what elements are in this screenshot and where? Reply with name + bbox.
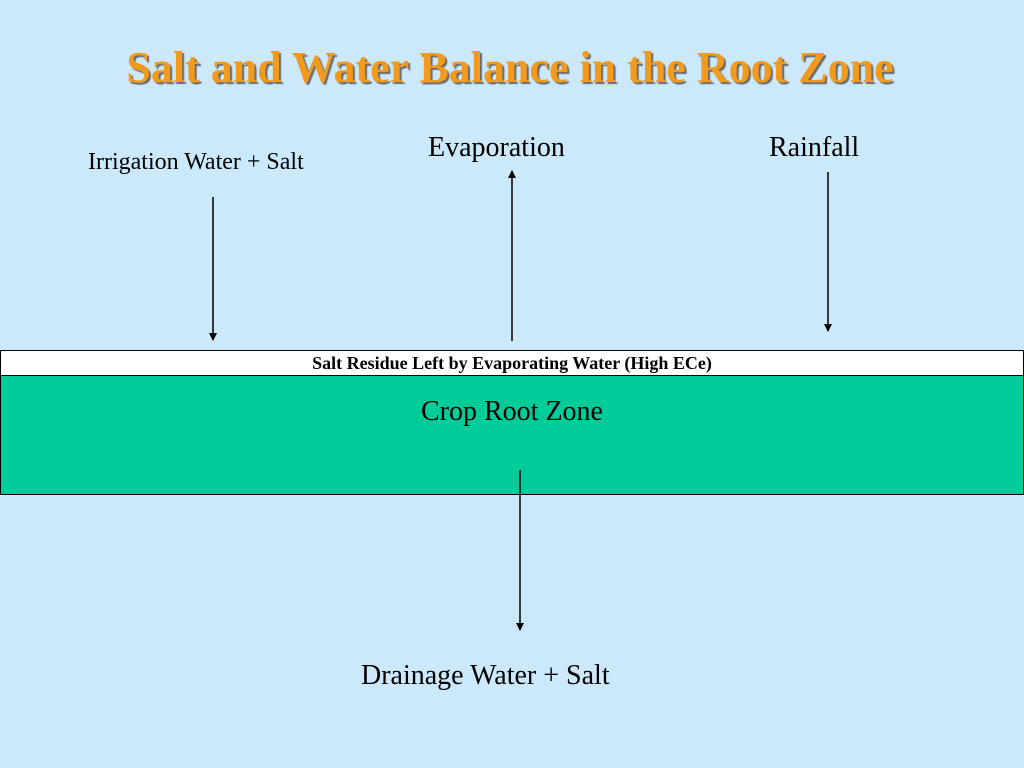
drainage-label: Drainage Water + Salt: [361, 660, 610, 691]
evaporation-label: Evaporation: [428, 132, 565, 163]
rainfall-label: Rainfall: [769, 132, 860, 163]
salt-residue-layer: Salt Residue Left by Evaporating Water (…: [0, 350, 1024, 376]
crop-root-zone: Crop Root Zone: [0, 375, 1024, 495]
slide-title: Salt and Water Balance in the Root Zone: [126, 43, 894, 92]
irrigation-label: Irrigation Water + Salt: [88, 149, 304, 175]
root-zone-label: Crop Root Zone: [421, 396, 603, 427]
